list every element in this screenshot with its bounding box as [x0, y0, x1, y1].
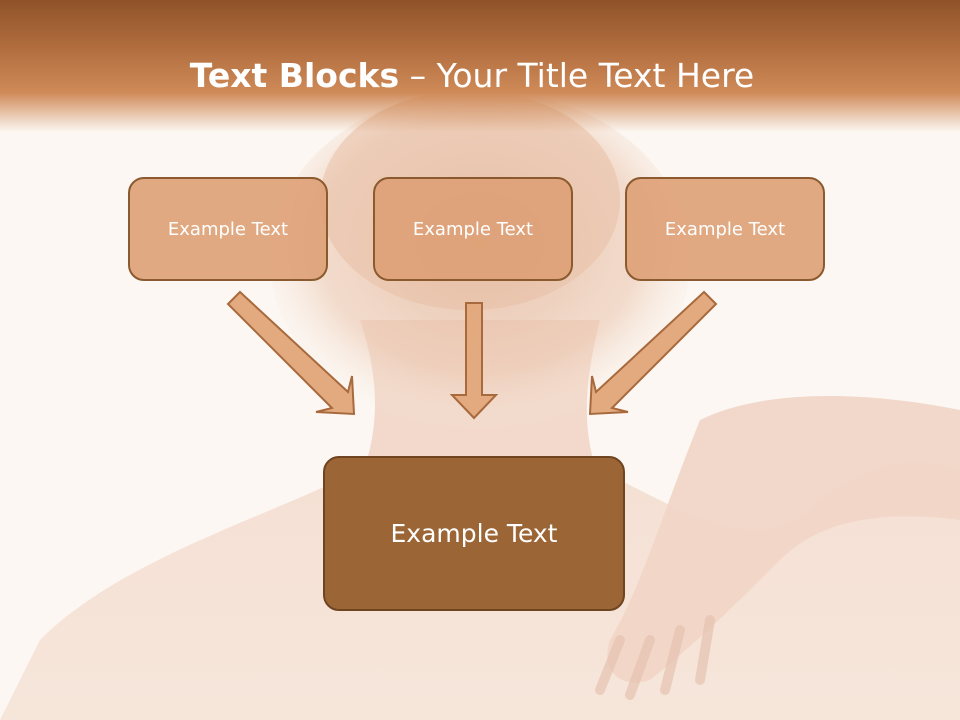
slide-title: Text Blocks – Your Title Text Here	[0, 54, 944, 98]
bottom-box-label: Example Text	[390, 519, 558, 548]
top-box-left[interactable]: Example Text	[128, 177, 328, 281]
top-box-right-label: Example Text	[664, 218, 786, 240]
title-bold-part: Text Blocks	[189, 56, 400, 95]
title-separator: –	[399, 56, 437, 95]
top-box-center-label: Example Text	[412, 218, 534, 240]
bottom-box[interactable]: Example Text	[323, 456, 625, 611]
top-box-right[interactable]: Example Text	[625, 177, 825, 281]
top-box-left-label: Example Text	[167, 218, 289, 240]
title-regular-part: Your Title Text Here	[436, 56, 755, 95]
top-box-center[interactable]: Example Text	[373, 177, 573, 281]
title-bar	[0, 0, 960, 132]
